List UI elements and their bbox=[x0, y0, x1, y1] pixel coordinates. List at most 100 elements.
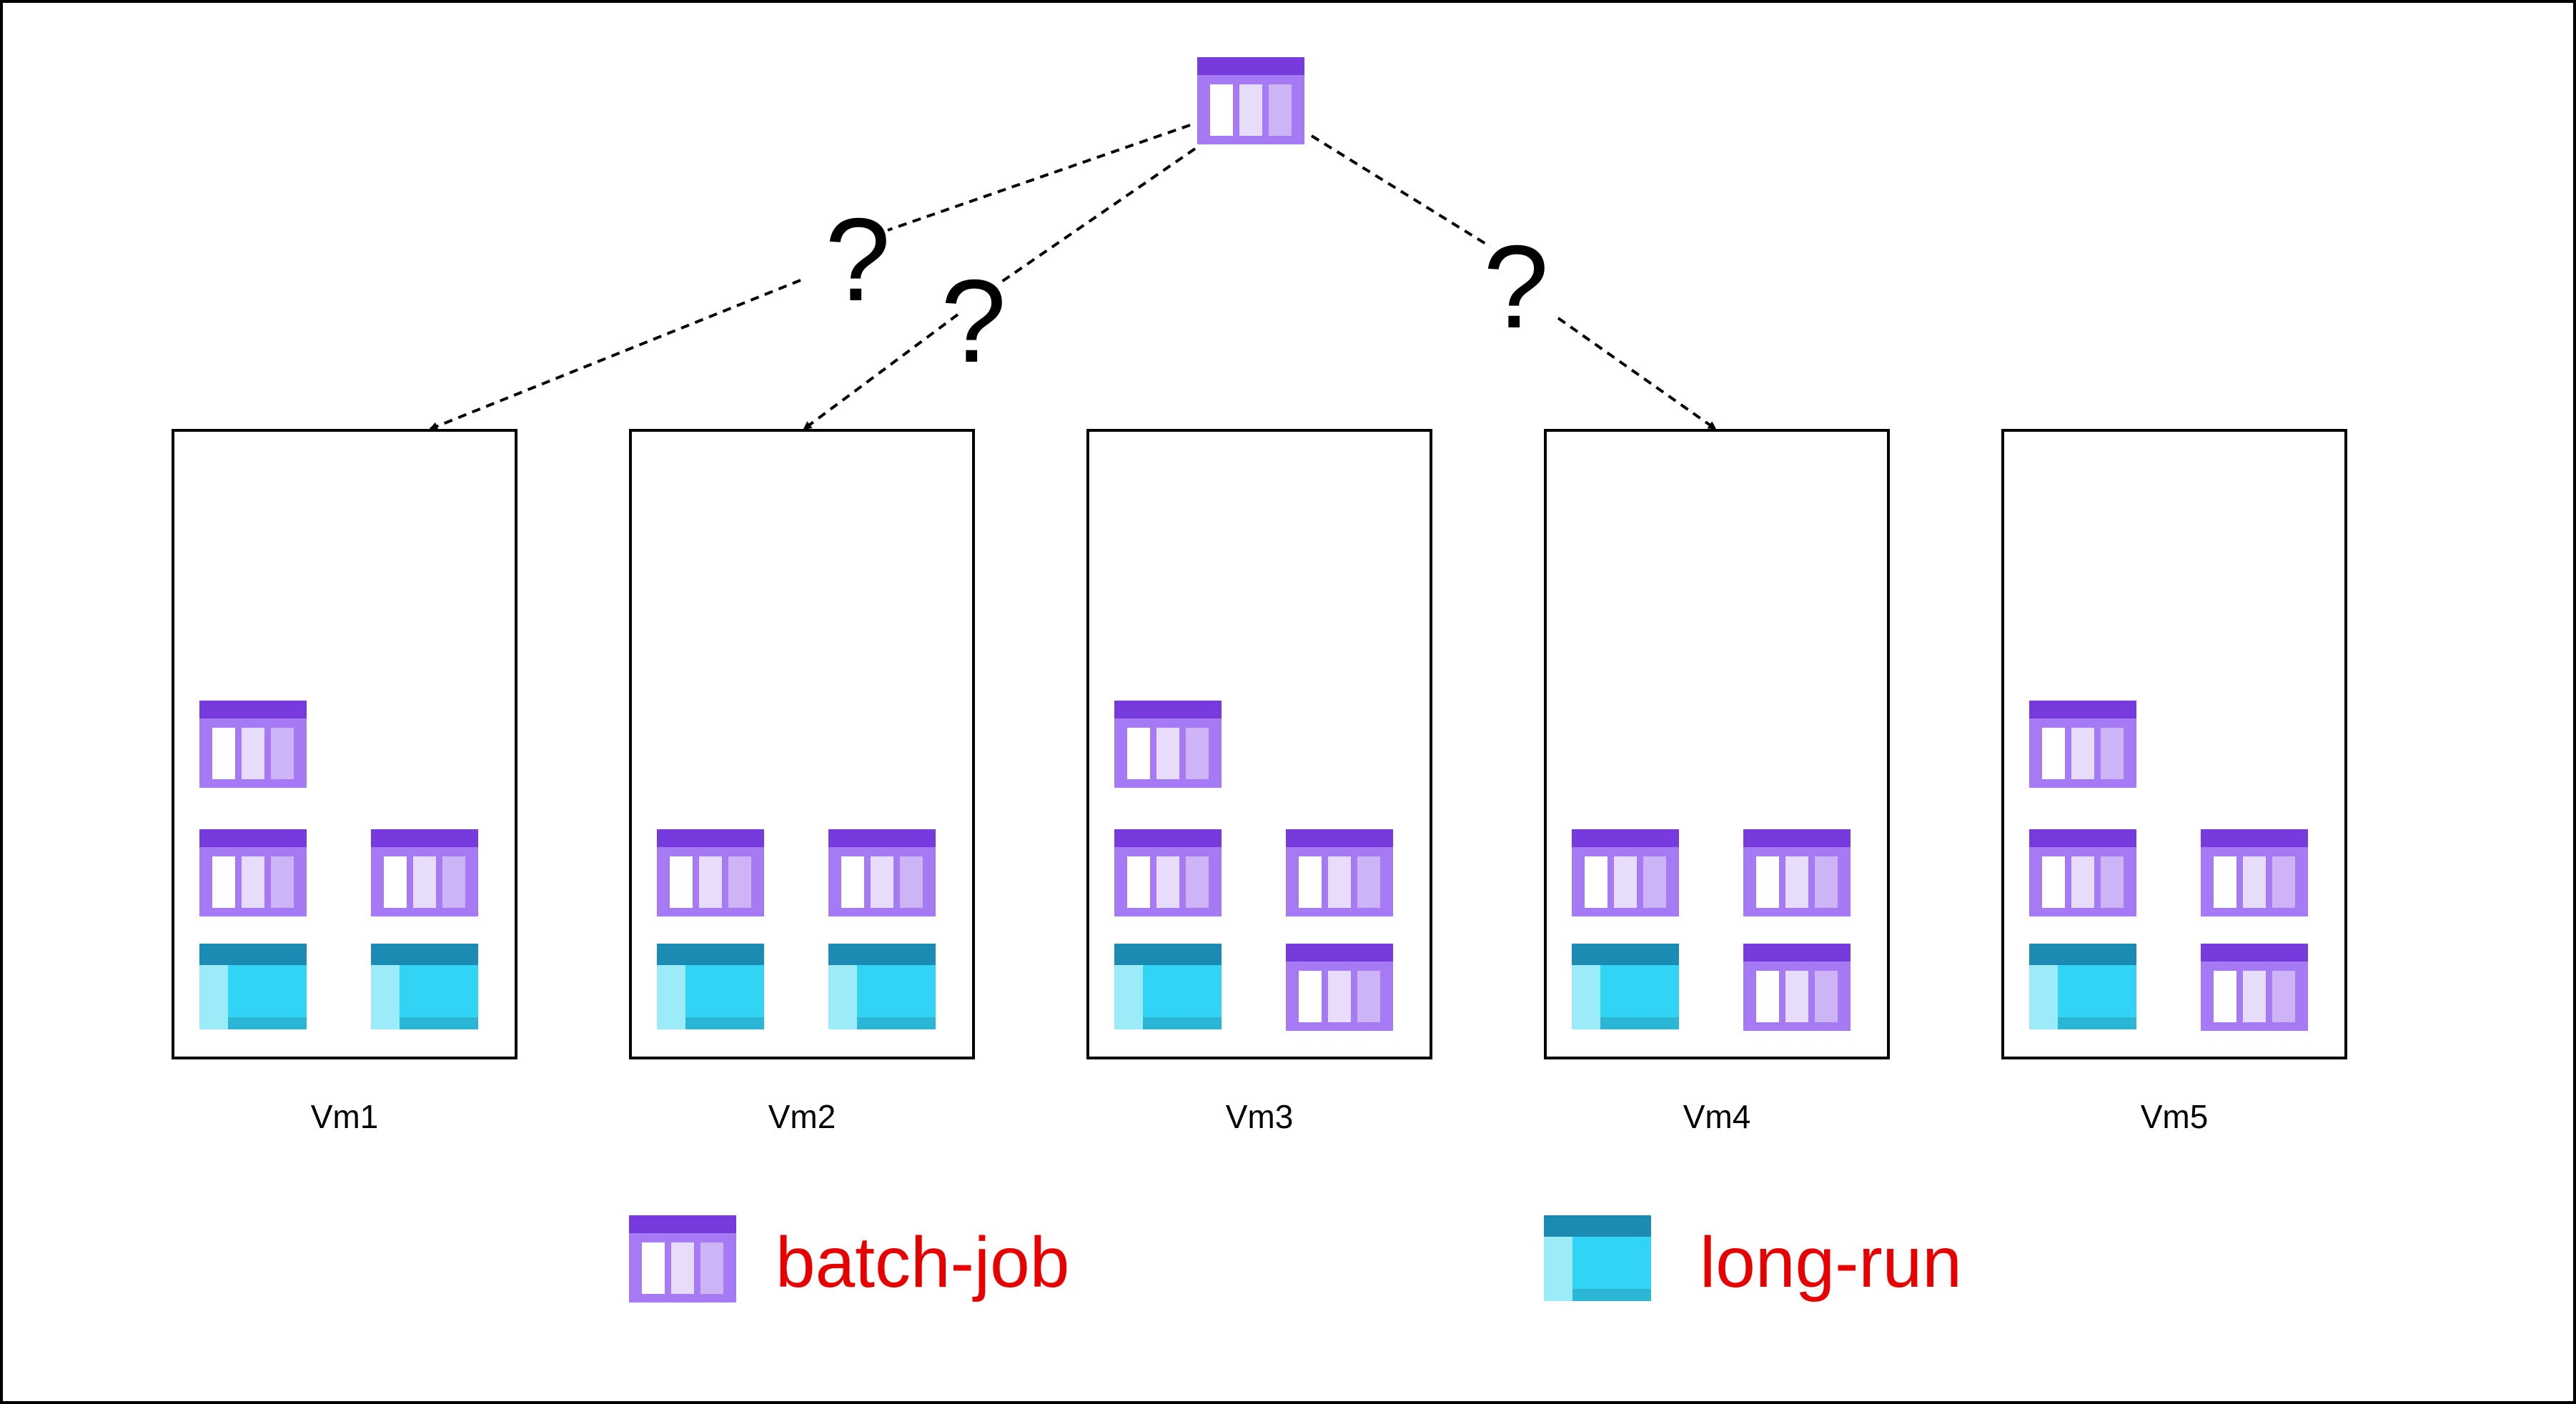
long-run-icon bbox=[371, 944, 478, 1029]
question-mark-vm2: ? bbox=[941, 255, 1006, 387]
vm-4: Vm4 bbox=[1544, 429, 1890, 1135]
batch-job-column bbox=[2272, 856, 2295, 908]
batch-job-header bbox=[2201, 829, 2308, 847]
batch-job-column bbox=[1156, 856, 1179, 908]
batch-job-column bbox=[242, 728, 264, 779]
batch-job-icon bbox=[1286, 944, 1393, 1031]
batch-job-icon bbox=[199, 701, 307, 788]
legend-long-run-label: long-run bbox=[1700, 1222, 1962, 1302]
batch-job-icon bbox=[1743, 944, 1851, 1031]
arrow-to-vm2-tail bbox=[803, 313, 959, 430]
batch-job-column bbox=[1585, 856, 1607, 908]
batch-job-column bbox=[1357, 856, 1380, 908]
long-run-icon bbox=[199, 944, 307, 1029]
question-mark-vm4: ? bbox=[1483, 221, 1549, 352]
batch-job-header bbox=[2029, 829, 2136, 847]
batch-job-header bbox=[629, 1215, 736, 1233]
batch-job-column bbox=[699, 856, 722, 908]
long-run-side bbox=[1572, 965, 1600, 1029]
batch-job-column bbox=[2071, 856, 2094, 908]
batch-job-column bbox=[700, 1242, 723, 1294]
batch-job-icon bbox=[2201, 829, 2308, 916]
batch-job-column bbox=[1299, 971, 1322, 1022]
batch-job-column bbox=[1156, 728, 1179, 779]
batch-job-column bbox=[2214, 856, 2236, 908]
batch-job-column bbox=[1299, 856, 1322, 908]
batch-job-column bbox=[271, 856, 294, 908]
long-run-bottom bbox=[1600, 1017, 1679, 1029]
arrow-to-vm4-tail bbox=[1557, 317, 1717, 430]
batch-job-column bbox=[1269, 84, 1292, 136]
batch-job-header bbox=[371, 829, 478, 847]
batch-job-header bbox=[2029, 701, 2136, 718]
batch-job-header bbox=[1114, 701, 1222, 718]
batch-job-column bbox=[242, 856, 264, 908]
batch-job-header bbox=[1743, 829, 1851, 847]
arrow-to-vm1 bbox=[887, 124, 1191, 232]
batch-job-column bbox=[2042, 856, 2065, 908]
batch-job-icon bbox=[1286, 829, 1393, 916]
long-run-icon bbox=[828, 944, 936, 1029]
long-run-icon bbox=[2029, 944, 2136, 1029]
long-run-side bbox=[657, 965, 685, 1029]
batch-job-column bbox=[413, 856, 436, 908]
batch-job-icon bbox=[1114, 701, 1222, 788]
long-run-side bbox=[371, 965, 400, 1029]
legend-batch-job-icon bbox=[629, 1215, 736, 1302]
long-run-header bbox=[1114, 944, 1222, 965]
batch-job-column bbox=[212, 856, 235, 908]
batch-job-icon bbox=[2201, 944, 2308, 1031]
legend-batch-job-label: batch-job bbox=[776, 1222, 1069, 1302]
batch-job-column bbox=[1643, 856, 1666, 908]
long-run-bottom bbox=[2058, 1017, 2136, 1029]
batch-job-header bbox=[2201, 944, 2308, 961]
long-run-bottom bbox=[857, 1017, 936, 1029]
candidate-arrows bbox=[429, 124, 1717, 430]
long-run-side bbox=[2029, 965, 2058, 1029]
batch-job-column bbox=[2101, 856, 2124, 908]
long-run-header bbox=[828, 944, 936, 965]
batch-job-icon bbox=[371, 829, 478, 916]
question-mark-vm1: ? bbox=[825, 194, 891, 325]
long-run-icon bbox=[1114, 944, 1222, 1029]
long-run-bottom bbox=[228, 1017, 307, 1029]
vm-label: Vm5 bbox=[2141, 1098, 2209, 1135]
batch-job-icon bbox=[2029, 701, 2136, 788]
batch-job-column bbox=[2071, 728, 2094, 779]
batch-job-column bbox=[1186, 856, 1209, 908]
long-run-side bbox=[1114, 965, 1143, 1029]
batch-job-column bbox=[1357, 971, 1380, 1022]
batch-job-header bbox=[1114, 829, 1222, 847]
vm-label: Vm3 bbox=[1226, 1098, 1294, 1135]
long-run-header bbox=[371, 944, 478, 965]
batch-job-column bbox=[1756, 971, 1779, 1022]
legend: batch-job long-run bbox=[629, 1215, 1962, 1302]
batch-job-column bbox=[1239, 84, 1262, 136]
batch-job-column bbox=[1210, 84, 1233, 136]
batch-job-header bbox=[199, 829, 307, 847]
vm-3: Vm3 bbox=[1086, 429, 1432, 1135]
batch-job-icon bbox=[199, 829, 307, 916]
batch-job-column bbox=[1815, 971, 1838, 1022]
long-run-side bbox=[199, 965, 228, 1029]
long-run-bottom bbox=[685, 1017, 764, 1029]
batch-job-column bbox=[871, 856, 893, 908]
long-run-icon bbox=[1572, 944, 1679, 1029]
batch-job-column bbox=[1756, 856, 1779, 908]
batch-job-column bbox=[1785, 971, 1808, 1022]
batch-job-header bbox=[1286, 944, 1393, 961]
batch-job-column bbox=[642, 1242, 665, 1294]
batch-job-icon bbox=[1572, 829, 1679, 916]
long-run-side bbox=[1544, 1237, 1572, 1301]
batch-job-column bbox=[2243, 971, 2266, 1022]
batch-job-header bbox=[828, 829, 936, 847]
batch-job-column bbox=[1815, 856, 1838, 908]
batch-job-icon bbox=[1743, 829, 1851, 916]
batch-job-header bbox=[657, 829, 764, 847]
batch-job-icon bbox=[2029, 829, 2136, 916]
batch-job-column bbox=[2243, 856, 2266, 908]
